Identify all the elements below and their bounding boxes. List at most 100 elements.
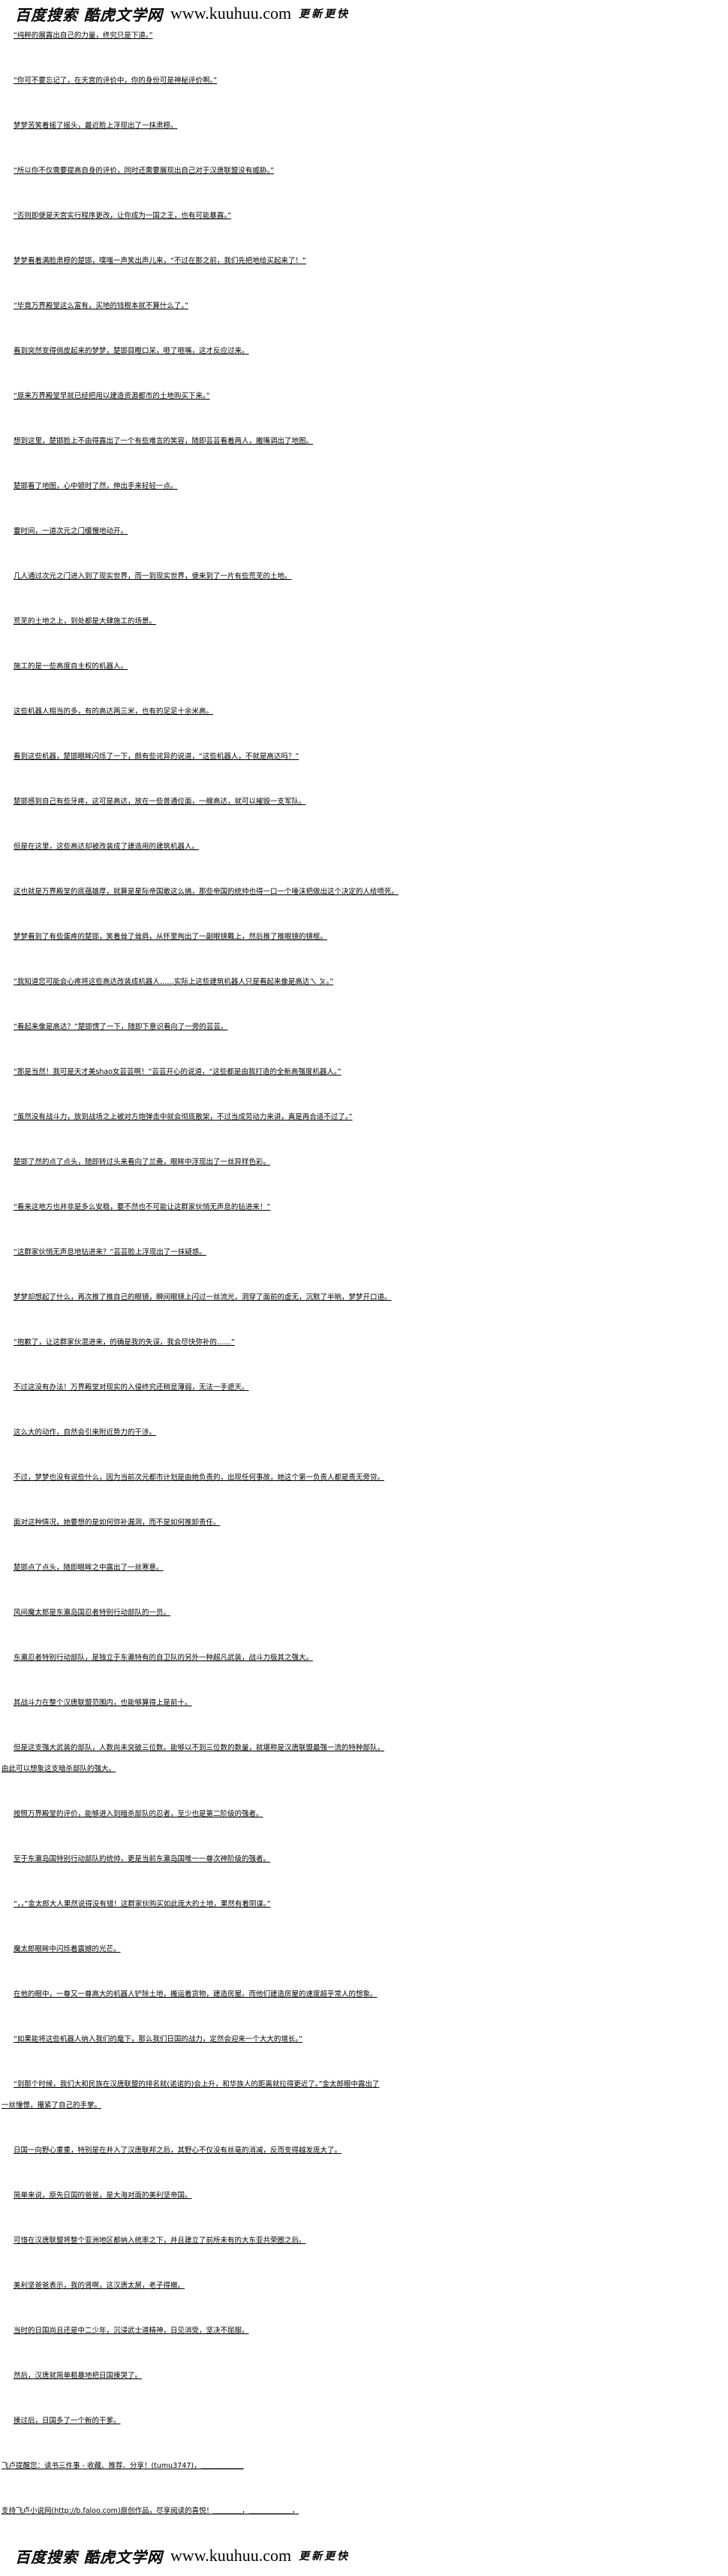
paragraph-text: 但是在这里，这些高达却被改装成了建造用的建筑机器人。 — [14, 843, 200, 851]
paragraph: 楚邯感到自己有些牙疼，这可是高达，放在一些普通位面，一艘高达，就可以摧毁一支军队… — [2, 792, 384, 813]
paragraph: “这群家伙悄无声息地钻进来？”芸芸脸上浮现出了一抹疑惑。 — [2, 1242, 384, 1263]
paragraph-text: “我知道您可能会心疼将这些高达改装成机器人……实际上这些建筑机器人只是看起来像是… — [14, 978, 334, 986]
paragraph: “毕竟万界殿堂这么富有，买地的钱根本就不算什么了。” — [2, 296, 384, 317]
paragraph-text: 施工的是一些高度自主权的机器人。 — [14, 662, 128, 671]
footer-note-text: 支持飞卢小说网(http://b.faloo.com)原创作品，尽享阅读的喜悦！… — [2, 2507, 299, 2515]
paragraph-text: 荒芜的土地之上，到处都是大肆施工的场景。 — [14, 617, 157, 626]
site-logo-footer[interactable]: 百度搜索 酷虎文学网 www.kuuhuu.com 更新更快 — [0, 2546, 728, 2573]
footer-note: 飞卢提醒您：读书三件事 - 收藏、推荐、分享！(tumu3747)，＿＿＿＿＿＿ — [2, 2456, 384, 2477]
paragraph-text: “那是当然！我可是天才美shao女芸芸啊！”芸芸开心的说道，“这些都是由我打造的… — [14, 1068, 341, 1076]
paragraph: “原来万界殿堂早就已经把用以建造资源都市的土地购买下来。” — [2, 386, 384, 407]
logo-site-name: 百度搜索 酷虎文学网 — [15, 2547, 163, 2566]
paragraph-text: “到那个时候，我们大和民族在汉唐联盟的排名就(诺诺的)会上升，和华族人的距离就拉… — [2, 2080, 380, 2110]
paragraph-text: 楚邯点了点头，随即眼眸之中露出了一丝寒意。 — [14, 1564, 164, 1572]
paragraph-text: 楚邯了然的点了点头，随即转过头来看向了兰斋，眼眸中浮现出了一丝异样色彩。 — [14, 1158, 271, 1166]
paragraph-text: 看到这些机器，楚邯眼眸闪烁了一下，颇有些诧异的说道，“这些机器人，不就是高达吗？… — [14, 753, 299, 761]
paragraph: 简单来说，原先日国的爸爸，是大海对面的美利坚帝国。 — [2, 2185, 384, 2206]
paragraph: 梦梦看着满脸肃穆的楚邯，噗嗤一声笑出声儿来，“不过在那之前，我们先把地给买起来了… — [2, 251, 384, 272]
paragraph: 施工的是一些高度自主权的机器人。 — [2, 656, 384, 677]
logo-tagline: 更新更快 — [299, 8, 350, 20]
logo-url: www.kuuhuu.com — [170, 2546, 292, 2565]
paragraph-text: 楚邯感到自己有些牙疼，这可是高达，放在一些普通位面，一艘高达，就可以摧毁一支军队… — [14, 798, 306, 806]
paragraph: “你可不要忘记了，在天宫的评价中，你的身份可是神秘评价啊。” — [2, 71, 384, 92]
paragraph: “到那个时候，我们大和民族在汉唐联盟的排名就(诺诺的)会上升，和华族人的距离就拉… — [2, 2074, 384, 2116]
paragraph: 梦梦看到了有些蛋疼的楚邯，笑着耸了耸肩，从怀里掏出了一副眼镜戴上，然后推了推眼镜… — [2, 927, 384, 948]
paragraph-text: 这么大的动作，自然会引来附近势力的干涉。 — [14, 1428, 157, 1437]
paragraph: “我知道您可能会心疼将这些高达改装成机器人……实际上这些建筑机器人只是看起来像是… — [2, 972, 384, 993]
paragraph: “看起来像是高达？”楚邯愣了一下，随即下意识看向了一旁的芸芸。 — [2, 1017, 384, 1038]
footer-note: 支持飞卢小说网(http://b.faloo.com)原创作品，尽享阅读的喜悦！… — [2, 2501, 384, 2522]
paragraph: 魔太郎眼眸中闪烁着震撼的光芒。 — [2, 1939, 384, 1960]
paragraph: 霎时间，一道次元之门缓慢地动开。 — [2, 521, 384, 542]
paragraph-text: “虽然没有战斗力，放到战场之上被对方炮弹击中就会彻底散架，不过当成劳动力来讲，真… — [14, 1113, 353, 1121]
paragraph: 按照万界殿堂的评价，能够进入到暗杀部队的忍者，至少也是第二阶级的强者。 — [2, 1804, 384, 1825]
paragraph-text: 揍过后，日国多了一个新的干爹。 — [14, 2417, 121, 2425]
paragraph-text: 美利坚爸爸表示，我的肾啊，这汉唐太屌，老子得撤。 — [14, 2282, 185, 2290]
paragraph: “看来这地方也并非是多么安稳，要不然也不可能让这群家伙悄无声息的钻进来！” — [2, 1197, 384, 1218]
paragraph-text: 不过，梦梦也没有说些什么，因为当前次元都市计划是由她负责的，出现任何事故，她这个… — [14, 1474, 385, 1482]
paragraph: 美利坚爸爸表示，我的肾啊，这汉唐太屌，老子得撤。 — [2, 2276, 384, 2297]
paragraph-text: “所以你不仅需要提高自身的评价，同时还需要展现出自己对于汉唐联盟没有威胁。” — [14, 167, 275, 175]
paragraph-text: 在他的眼中，一尊又一尊高大的机器人铲除土地，搬运着货物，建造房屋。而他们建造房屋… — [14, 1990, 378, 1998]
paragraph: 风间魔太郎是东瀛岛国忍者特别行动部队的一员。 — [2, 1603, 384, 1624]
paragraph: “纯粹的展露出自己的力量，终究只是下道。” — [2, 26, 384, 47]
paragraph-text: 楚邯看了地图，心中顿时了然，伸出手来轻轻一点。 — [14, 482, 178, 490]
paragraph-text: 看到突然变得俏皮起来的梦梦，楚邯目瞪口呆，咂了咂嘴，这才反应过来。 — [14, 347, 249, 355]
paragraph-text: 霎时间，一道次元之门缓慢地动开。 — [14, 527, 128, 535]
paragraph-text: 但是这支强大武装的部队，人数尚未突破三位数。能够以不到三位数的数量，就堪称是汉唐… — [2, 1744, 385, 1773]
paragraph: 几人通过次元之门进入到了现实世界，而一到现实世界，便来到了一片有些荒芜的土地。 — [2, 566, 384, 587]
paragraph-text: 梦梦却想起了什么，再次推了推自己的眼镜，瞬间眼镜上闪过一丝流光，洞穿了面前的虚无… — [14, 1293, 392, 1302]
paragraph-text: 东瀛忍者特别行动部队，是独立于东瀛特有的自卫队的另外一种超凡武装，战斗力极其之强… — [14, 1654, 314, 1662]
paragraph-text: 面对这种情况，她要想的是如何弥补漏洞，而不是如何推卸责任。 — [14, 1519, 221, 1527]
paragraph: 但是在这里，这些高达却被改装成了建造用的建筑机器人。 — [2, 837, 384, 858]
paragraph-text: 可惜在汉唐联盟将整个亚洲地区都纳入统率之下，并且建立了前所未有的大东亚共荣圈之后… — [14, 2237, 306, 2245]
paragraph: 然后，汉唐就简单粗暴地把日国揍哭了。 — [2, 2366, 384, 2387]
paragraph-text: “这群家伙悄无声息地钻进来？”芸芸脸上浮现出了一抹疑惑。 — [14, 1248, 206, 1256]
paragraph-text: 至于东瀛岛国特别行动部队的统帅，更是当前东瀛岛国唯一一尊次神阶级的强者。 — [14, 1855, 271, 1863]
paragraph: 东瀛忍者特别行动部队，是独立于东瀛特有的自卫队的另外一种超凡武装，战斗力极其之强… — [2, 1648, 384, 1669]
paragraph: 日国一向野心重重，特别是在并入了汉唐联邦之后，其野心不仅没有丝毫的消减，反而变得… — [2, 2140, 384, 2161]
paragraph-text: 然后，汉唐就简单粗暴地把日国揍哭了。 — [14, 2372, 143, 2380]
paragraph: 其战斗力在整个汉唐联盟范围内，也能够算得上是前十。 — [2, 1693, 384, 1714]
paragraph-text: “你可不要忘记了，在天宫的评价中，你的身份可是神秘评价啊。” — [14, 77, 218, 85]
paragraph: 可惜在汉唐联盟将整个亚洲地区都纳入统率之下，并且建立了前所未有的大东亚共荣圈之后… — [2, 2231, 384, 2252]
paragraph-text: 简单来说，原先日国的爸爸，是大海对面的美利坚帝国。 — [14, 2191, 192, 2200]
paragraph-text: “纯粹的展露出自己的力量，终究只是下道。” — [14, 32, 153, 40]
paragraph: 想到这里，楚邯脸上不由得露出了一个有些难言的笑容，随即芸芸看着两人，撇嘴调出了地… — [2, 431, 384, 452]
paragraph: 看到这些机器，楚邯眼眸闪烁了一下，颇有些诧异的说道，“这些机器人，不就是高达吗？… — [2, 747, 384, 768]
paragraph-text: 不过这没有办法！万界殿堂对现实的入侵终究还稍显薄弱，无法一手遮天。 — [14, 1383, 249, 1392]
paragraph: 荒芜的土地之上，到处都是大肆施工的场景。 — [2, 611, 384, 632]
site-logo-header[interactable]: 百度搜索 酷虎文学网 www.kuuhuu.com 更新更快 — [0, 4, 350, 24]
paragraph-text: “看来这地方也并非是多么安稳，要不然也不可能让这群家伙悄无声息的钻进来！” — [14, 1203, 271, 1211]
paragraph: “所以你不仅需要提高自身的评价，同时还需要展现出自己对于汉唐联盟没有威胁。” — [2, 161, 384, 182]
paragraph: 不过这没有办法！万界殿堂对现实的入侵终究还稍显薄弱，无法一手遮天。 — [2, 1377, 384, 1398]
paragraph-text: “，，”金太郎大人果然说得没有错！这群家伙购买如此庞大的土地，果然有着阴谋。” — [14, 1900, 271, 1908]
paragraph-text: 风间魔太郎是东瀛岛国忍者特别行动部队的一员。 — [14, 1609, 171, 1617]
paragraph: 梦梦苦笑着摇了摇头，最近脸上浮现出了一抹肃穆。 — [2, 116, 384, 137]
paragraph-text: “毕竟万界殿堂这么富有，买地的钱根本就不算什么了。” — [14, 302, 189, 310]
paragraph-text: 日国一向野心重重，特别是在并入了汉唐联邦之后，其野心不仅没有丝毫的消减，反而变得… — [14, 2146, 342, 2155]
paragraph-text: “原来万界殿堂早就已经把用以建造资源都市的土地购买下来。” — [14, 392, 210, 400]
paragraph: “那是当然！我可是天才美shao女芸芸啊！”芸芸开心的说道，“这些都是由我打造的… — [2, 1062, 384, 1083]
paragraph-text: 当时的日国尚且还是中二少年，沉浸武士道精神，日见消受，坚决不屈服。 — [14, 2327, 249, 2335]
paragraph-text: “否则即便是天宫实行程序更改，让你成为一国之王，也有可能暴露。” — [14, 212, 232, 220]
paragraph: 这么大的动作，自然会引来附近势力的干涉。 — [2, 1422, 384, 1443]
paragraph: 楚邯看了地图，心中顿时了然，伸出手来轻轻一点。 — [2, 476, 384, 497]
paragraph: 梦梦却想起了什么，再次推了推自己的眼镜，瞬间眼镜上闪过一丝流光，洞穿了面前的虚无… — [2, 1287, 392, 1308]
paragraph: 楚邯点了点头，随即眼眸之中露出了一丝寒意。 — [2, 1558, 384, 1579]
paragraph: “如果能将这些机器人纳入我们的麾下，那么我们日国的战力，定然会迎来一个大大的增长… — [2, 2029, 384, 2050]
paragraph: “否则即便是天宫实行程序更改，让你成为一国之王，也有可能暴露。” — [2, 206, 384, 227]
logo-site-name: 百度搜索 酷虎文学网 — [15, 5, 163, 24]
paragraph: 这些机器人相当的多，有的高达两三米，也有的足足十余米高。 — [2, 701, 384, 722]
paragraph: 但是这支强大武装的部队，人数尚未突破三位数。能够以不到三位数的数量，就堪称是汉唐… — [2, 1738, 384, 1780]
logo-tagline: 更新更快 — [299, 2550, 350, 2562]
paragraph: 楚邯了然的点了点头，随即转过头来看向了兰斋，眼眸中浮现出了一丝异样色彩。 — [2, 1152, 384, 1173]
paragraph-text: 其战斗力在整个汉唐联盟范围内，也能够算得上是前十。 — [14, 1699, 192, 1707]
paragraph: 看到突然变得俏皮起来的梦梦，楚邯目瞪口呆，咂了咂嘴，这才反应过来。 — [2, 341, 384, 362]
paragraph: 这也就是万界殿堂的底蕴雄厚，就算是星际帝国敢这么搞，那些帝国的统帅也得一口一个唾… — [2, 882, 399, 903]
paragraph: 当时的日国尚且还是中二少年，沉浸武士道精神，日见消受，坚决不屈服。 — [2, 2321, 384, 2342]
paragraph-text: “如果能将这些机器人纳入我们的麾下，那么我们日国的战力，定然会迎来一个大大的增长… — [14, 2035, 303, 2044]
paragraph-text: 这也就是万界殿堂的底蕴雄厚，就算是星际帝国敢这么搞，那些帝国的统帅也得一口一个唾… — [14, 888, 399, 896]
paragraph-text: 几人通过次元之门进入到了现实世界，而一到现实世界，便来到了一片有些荒芜的土地。 — [14, 572, 292, 581]
paragraph: 不过，梦梦也没有说些什么，因为当前次元都市计划是由她负责的，出现任何事故，她这个… — [2, 1467, 384, 1489]
